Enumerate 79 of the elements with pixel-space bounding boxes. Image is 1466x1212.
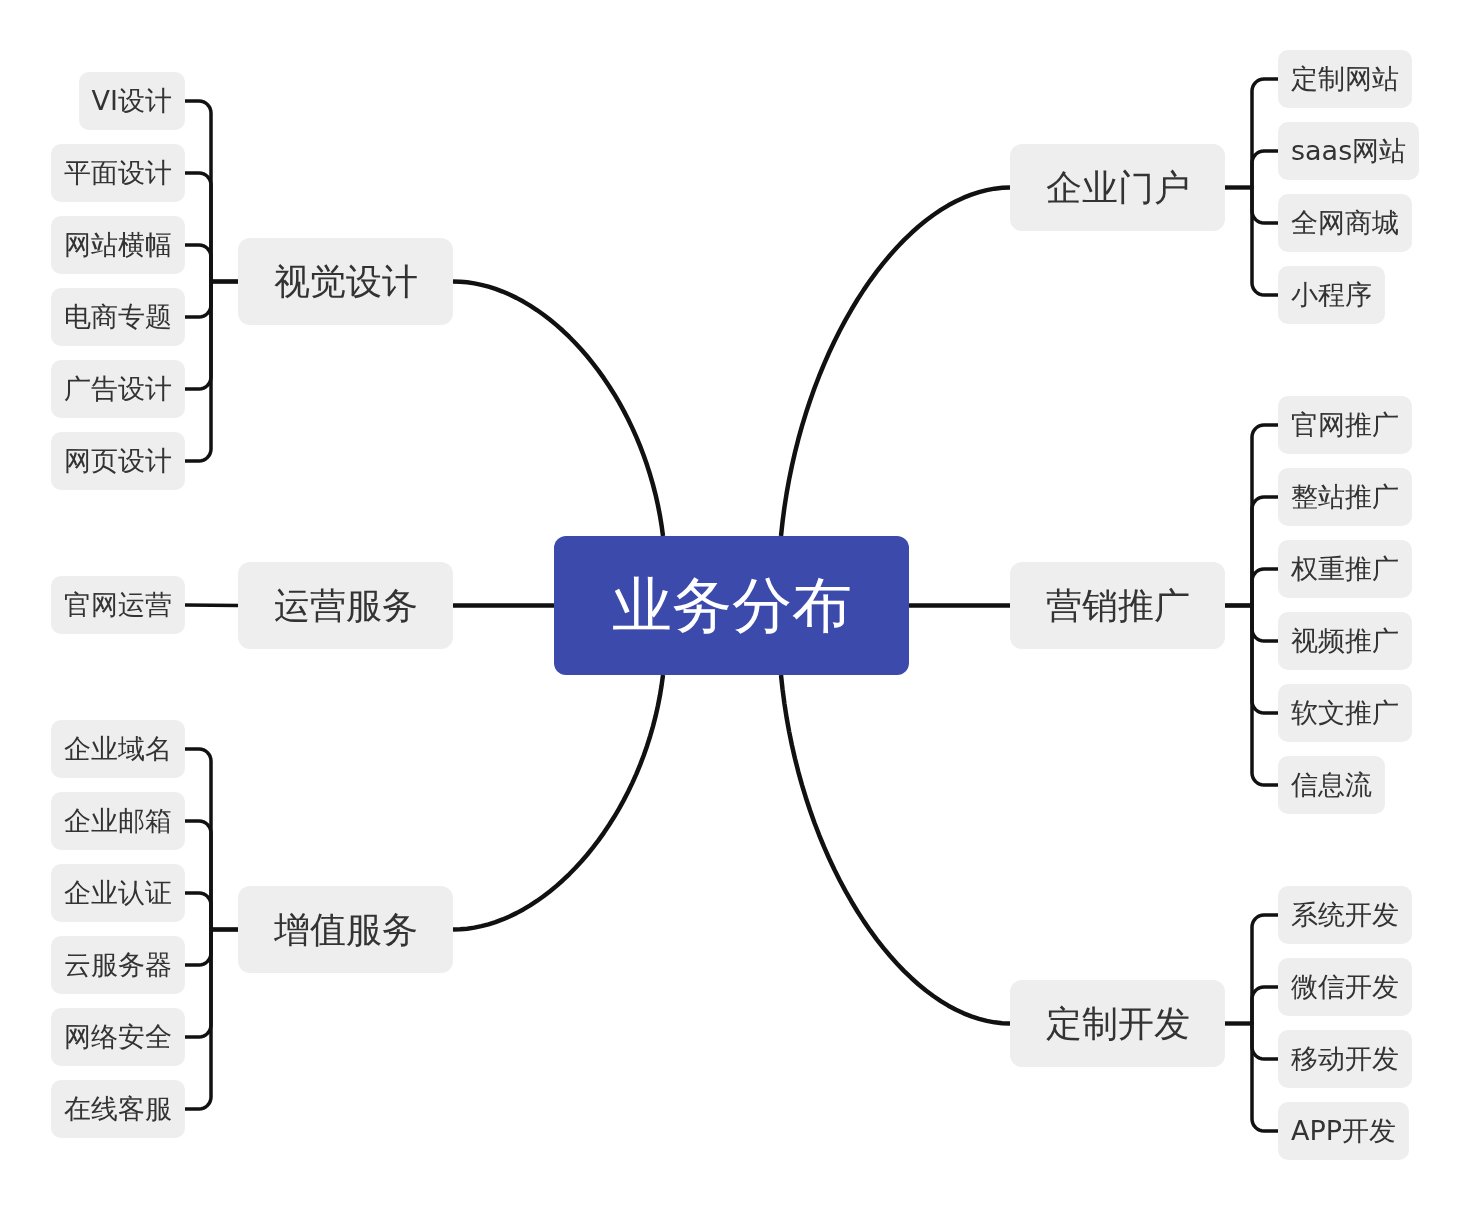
subtopic-label: 信息流: [1291, 769, 1372, 801]
subtopic-label: 整站推广: [1291, 481, 1399, 513]
main-topic-label: 运营服务: [273, 584, 418, 627]
subtopic: [51, 216, 185, 274]
subtopic-label: 权重推广: [1291, 553, 1399, 585]
main-topic: [1010, 144, 1225, 231]
subtopic-label: 企业邮箱: [64, 805, 172, 837]
subtopic-label: 移动开发: [1291, 1043, 1399, 1075]
subtopic: [51, 432, 185, 490]
subtopic-label: 小程序: [1291, 279, 1372, 311]
main-topic-label: 定制开发: [1045, 1002, 1190, 1045]
subtopic: [51, 144, 185, 202]
subtopic-label: 官网推广: [1291, 409, 1399, 441]
subtopic-label: VI设计: [91, 85, 172, 117]
subtopic: [1278, 1102, 1410, 1160]
subtopic-label: 软文推广: [1291, 697, 1399, 729]
subtopic-label: APP开发: [1291, 1115, 1397, 1147]
subtopic: [1278, 396, 1412, 454]
subtopic-label: 官网运营: [64, 589, 172, 621]
subtopic: [51, 792, 185, 850]
subtopic-label: saas网站: [1291, 135, 1407, 167]
connector-line: [185, 927, 238, 1111]
main-topic-label: 视觉设计: [273, 260, 418, 303]
connector-line: [185, 603, 238, 608]
subtopic-label: 企业域名: [64, 733, 172, 765]
subtopic-label: 电商专题: [64, 301, 172, 333]
main-topic: [238, 238, 453, 325]
subtopic: [1278, 1030, 1412, 1088]
main-topic-label: 营销推广: [1045, 584, 1190, 627]
subtopic-label: 视频推广: [1291, 625, 1399, 657]
main-topic: [1010, 562, 1225, 649]
subtopic: [1278, 50, 1412, 108]
subtopic: [1278, 194, 1412, 252]
subtopic: [1278, 122, 1420, 180]
connector-line: [1225, 1021, 1278, 1133]
subtopic: [1278, 756, 1385, 814]
subtopic-label: 定制网站: [1291, 63, 1399, 95]
subtopic: [51, 720, 185, 778]
subtopic-label: 网络安全: [64, 1021, 172, 1053]
subtopic-label: 平面设计: [64, 157, 172, 189]
subtopic: [1278, 468, 1412, 526]
subtopic: [1278, 540, 1412, 598]
subtopic: [1278, 684, 1412, 742]
subtopic: [78, 72, 185, 130]
main-topic: [238, 886, 453, 973]
subtopic-label: 在线客服: [64, 1093, 172, 1125]
subtopic-label: 广告设计: [64, 373, 172, 405]
subtopic-label: 企业认证: [64, 877, 172, 909]
main-topic-label: 企业门户: [1045, 166, 1190, 209]
subtopic: [51, 1008, 185, 1066]
subtopic-label: 网页设计: [64, 445, 172, 477]
subtopic: [1278, 886, 1412, 944]
subtopic-label: 云服务器: [64, 949, 172, 981]
subtopic-label: 全网商城: [1291, 207, 1399, 239]
subtopic: [1278, 958, 1412, 1016]
subtopic: [1278, 266, 1385, 324]
subtopic-label: 微信开发: [1291, 971, 1399, 1003]
connector-line: [778, 674, 1011, 1026]
subtopic: [51, 288, 185, 346]
subtopic-label: 网站横幅: [64, 229, 172, 261]
connector-line: [778, 185, 1011, 537]
subtopic: [1278, 612, 1412, 670]
subtopic: [51, 1080, 185, 1138]
main-topic-label: 增值服务: [273, 908, 418, 951]
main-topic: [238, 562, 453, 649]
subtopic: [51, 864, 185, 922]
connector-line: [453, 603, 554, 608]
subtopic: [51, 936, 185, 994]
connector-line: [909, 603, 1010, 608]
central-topic: [554, 536, 909, 675]
subtopic: [51, 576, 185, 634]
central-topic-label: 业务分布: [611, 571, 852, 640]
subtopic: [51, 360, 185, 418]
main-topic: [1010, 980, 1225, 1067]
connector-line: [452, 674, 666, 932]
connector-line: [452, 279, 666, 537]
connector-line: [185, 279, 238, 463]
connector-line: [1225, 185, 1278, 297]
subtopic-label: 系统开发: [1291, 899, 1399, 931]
